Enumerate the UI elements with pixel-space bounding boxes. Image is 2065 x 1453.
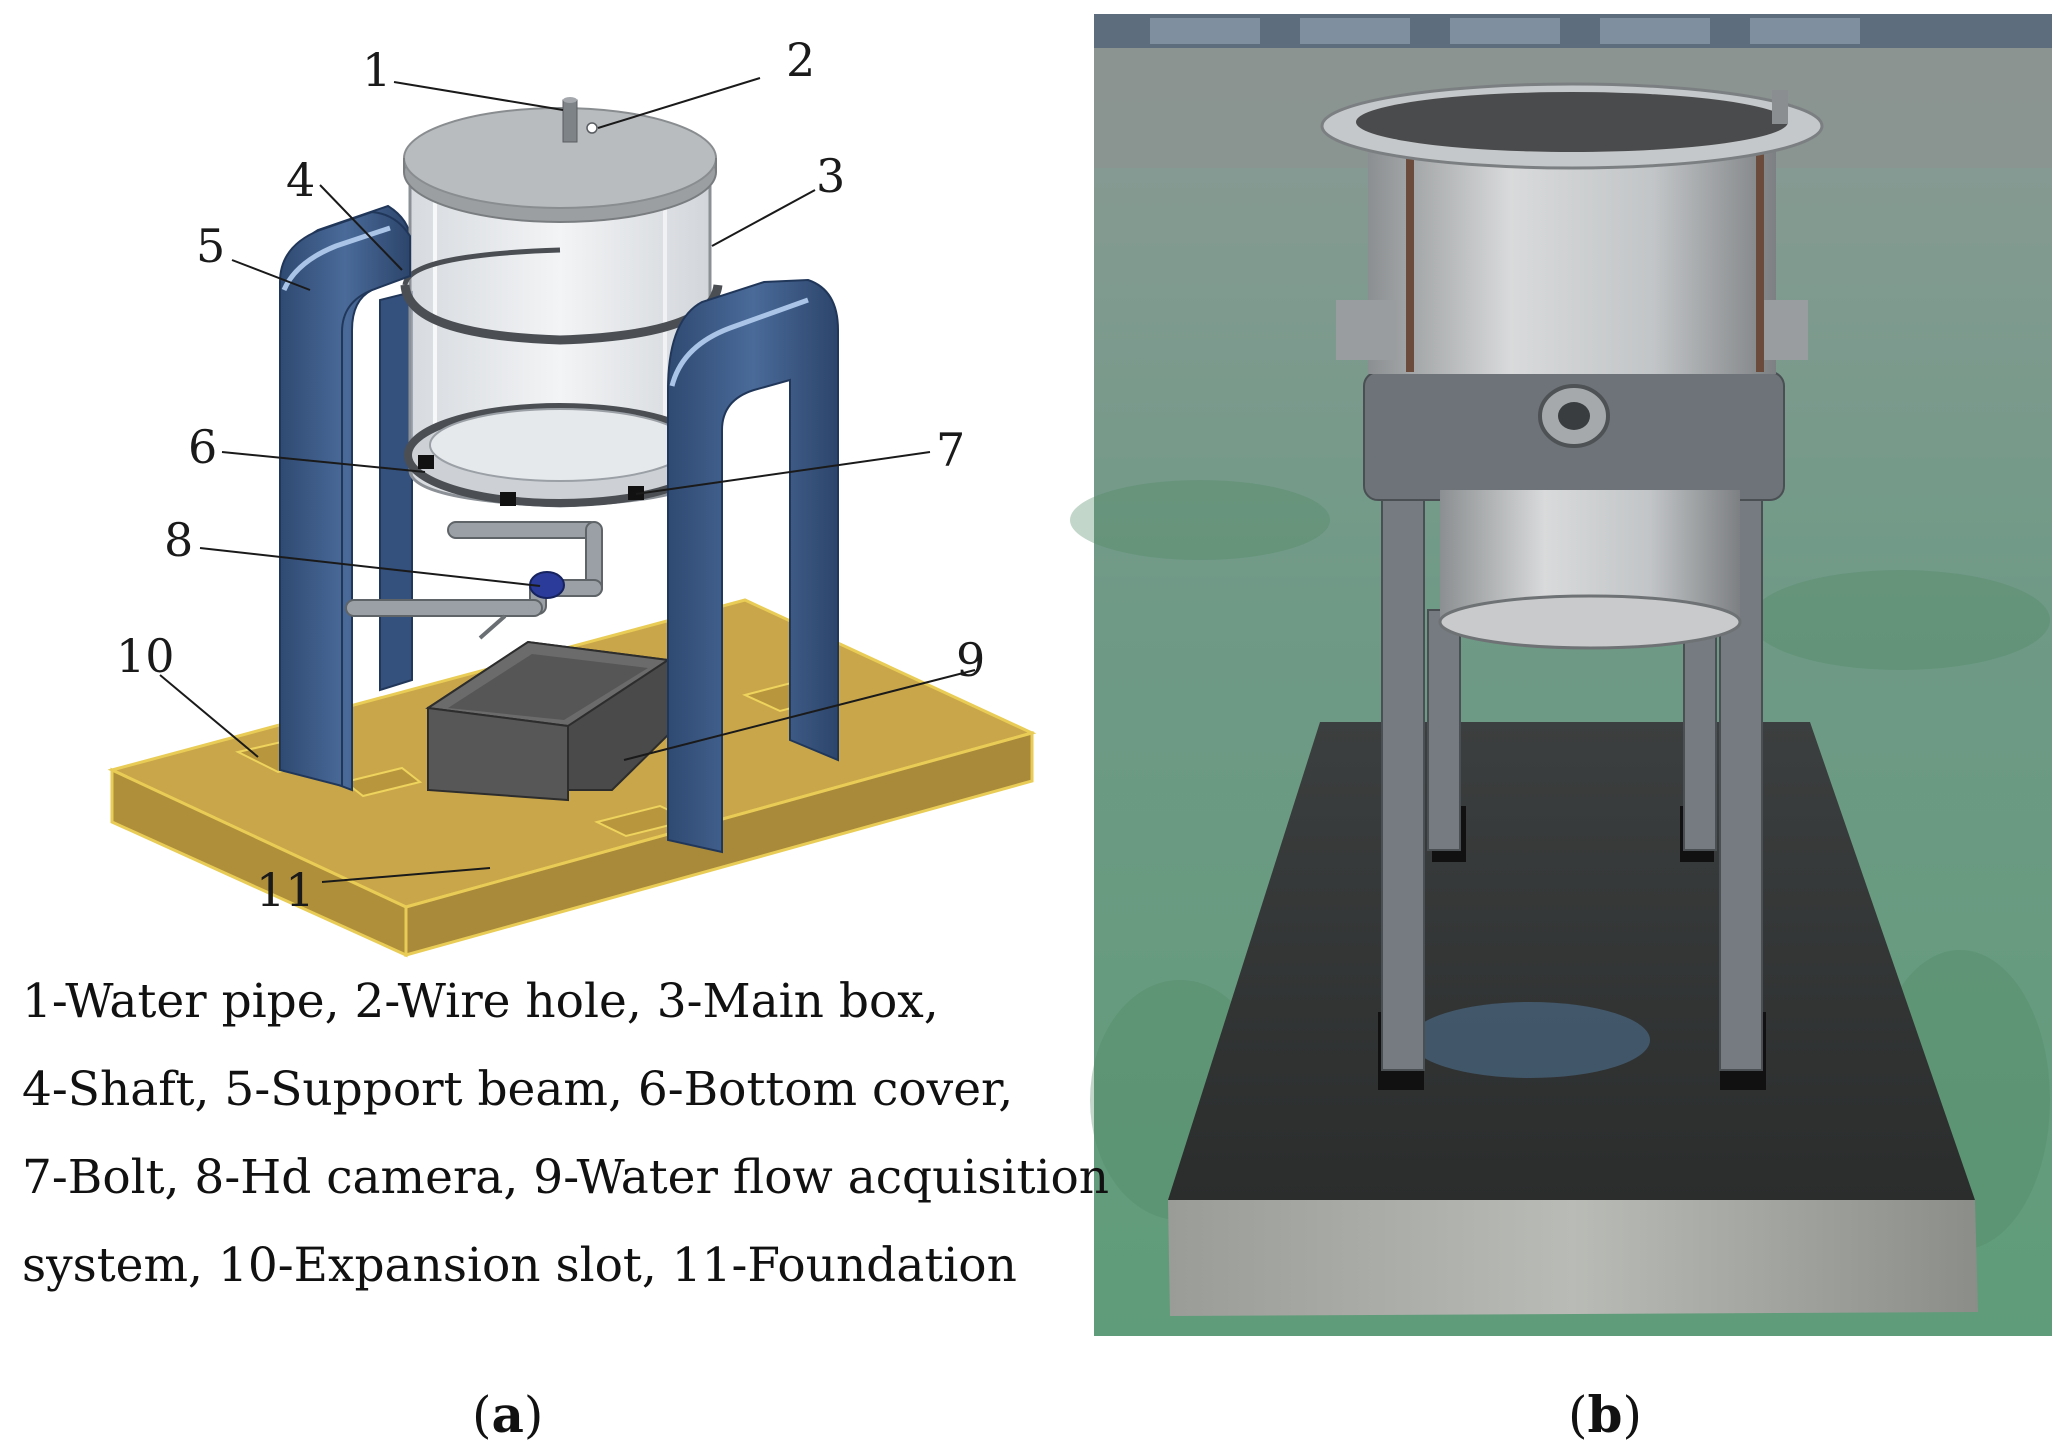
callout-1: 1: [362, 43, 391, 97]
legend-line-4: system, 10-Expansion slot, 11-Foundation: [22, 1238, 1017, 1293]
support-beam-front-right: [667, 278, 839, 854]
callout-8: 8: [164, 513, 193, 567]
legend-line-3: 7-Bolt, 8-Hd camera, 9-Water flow acquis…: [22, 1150, 1110, 1205]
callout-9: 9: [956, 633, 985, 687]
callout-2: 2: [786, 33, 815, 87]
caption-b-letter: b: [1587, 1385, 1623, 1444]
leader-lines: [159, 77, 976, 883]
legend-line-1: 1-Water pipe, 2-Wire hole, 3-Main box,: [22, 974, 939, 1029]
caption-panel-a: (a): [472, 1385, 544, 1444]
water-flow-collector: [425, 640, 671, 802]
caption-a-letter: a: [491, 1385, 524, 1444]
callout-4: 4: [286, 153, 315, 207]
legend-line-2: 4-Shaft, 5-Support beam, 6-Bottom cover,: [22, 1062, 1014, 1117]
callout-6: 6: [188, 420, 217, 474]
main-box: [400, 168, 723, 508]
top-lid: [403, 97, 717, 223]
panel-b-photo: [1070, 14, 2052, 1336]
callout-3: 3: [816, 149, 845, 203]
photo-main-box: [1320, 82, 1824, 650]
support-beam-front-left: [279, 210, 411, 788]
panel-a-schematic: 1 2 3 4 5 6 7 8 9 10 11: [107, 33, 1037, 958]
callout-5: 5: [196, 219, 225, 273]
caption-panel-b: (b): [1568, 1385, 1642, 1444]
callout-11: 11: [256, 863, 315, 917]
callout-7: 7: [936, 423, 965, 477]
callout-10: 10: [116, 629, 175, 683]
callout-numbers: 1 2 3 4 5 6 7 8 9 10 11: [116, 33, 985, 917]
